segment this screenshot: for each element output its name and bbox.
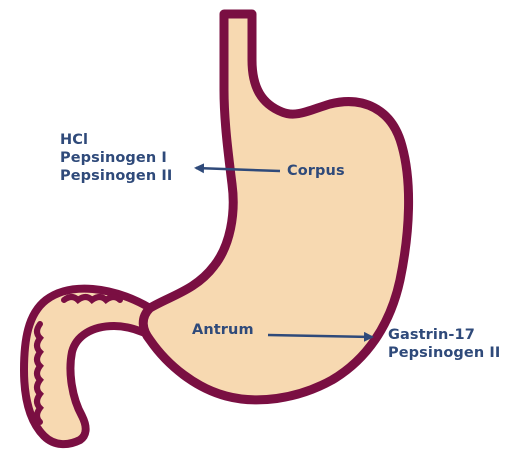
stomach-shape bbox=[143, 14, 408, 400]
secretion-pepsinogen-i: Pepsinogen I bbox=[60, 149, 172, 167]
duodenum-folds-outer bbox=[64, 297, 120, 300]
duodenum-shape bbox=[24, 289, 158, 444]
duodenum-folds bbox=[37, 324, 40, 422]
antrum-secretions: Gastrin-17 Pepsinogen II bbox=[388, 326, 500, 362]
corpus-label: Corpus bbox=[287, 162, 345, 180]
secretion-pepsinogen-ii-corpus: Pepsinogen II bbox=[60, 167, 172, 185]
secretion-gastrin-17: Gastrin-17 bbox=[388, 326, 500, 344]
corpus-secretions: HCl Pepsinogen I Pepsinogen II bbox=[60, 131, 172, 185]
secretion-hcl: HCl bbox=[60, 131, 172, 149]
secretion-pepsinogen-ii-antrum: Pepsinogen II bbox=[388, 344, 500, 362]
antrum-label: Antrum bbox=[192, 321, 254, 339]
